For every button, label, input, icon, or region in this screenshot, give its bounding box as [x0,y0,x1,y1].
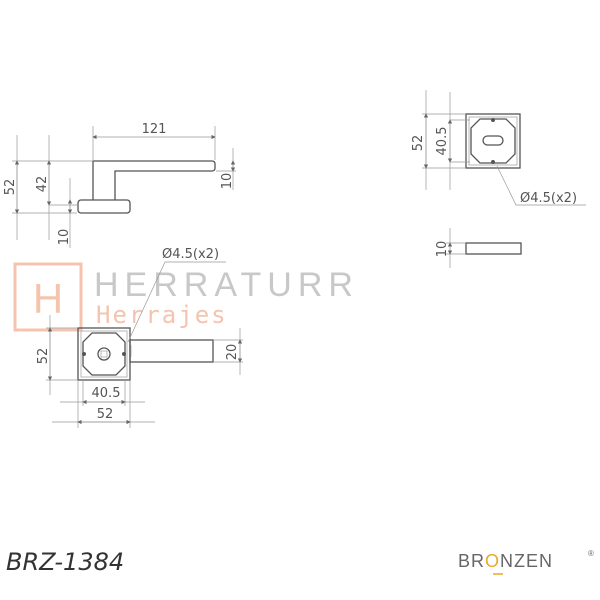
front-view: 20 52 40.5 52 Ø4.5(x2) [36,247,243,428]
brand-logo: BRONZEN ® [458,549,594,575]
dim-inner-height-right: 40.5 [435,127,450,156]
dim-lever-width: 20 [225,344,240,361]
watermark: H HERRATURR Herrajes [13,262,359,332]
rose-side [465,242,522,255]
dim-rose-width: 52 [97,407,114,422]
watermark-line2: Herrajes [96,301,228,329]
dim-rose-thickness: 10 [57,229,72,246]
dim-total-height: 52 [3,179,18,196]
dim-rose-height: 52 [36,348,51,365]
dim-lever-height: 42 [35,176,50,193]
dim-length: 121 [142,122,167,137]
hole-note-front: Ø4.5(x2) [162,247,219,262]
watermark-line1: HERRATURR [94,266,359,304]
brand-name-part: NZEN [500,551,553,571]
product-code: BRZ-1384 [6,548,124,576]
brand-accent-letter: O [485,551,500,571]
hole-note-right: Ø4.5(x2) [520,191,577,206]
lever-profile [92,160,216,200]
dim-lever-thickness: 10 [220,173,235,190]
rose-profile [77,199,131,214]
side-view: 121 52 42 10 10 [3,122,236,248]
lever-front [129,339,214,363]
dim-thickness-right: 10 [435,241,450,258]
spindle-hole [97,347,111,361]
watermark-logo-letter: H [33,275,63,322]
rose-square-right [465,113,521,169]
brand-registered: ® [588,549,594,558]
rose-view: 52 40.5 Ø4.5(x2) 10 [411,90,586,268]
slot [482,135,504,146]
brand-name-part: BR [458,551,485,571]
rose-inner [82,332,126,376]
brand-name: BRONZEN [458,551,553,571]
dim-inner-width: 40.5 [92,386,121,401]
dim-rose-height-right: 52 [411,135,426,152]
rose-inner-right [470,118,516,164]
